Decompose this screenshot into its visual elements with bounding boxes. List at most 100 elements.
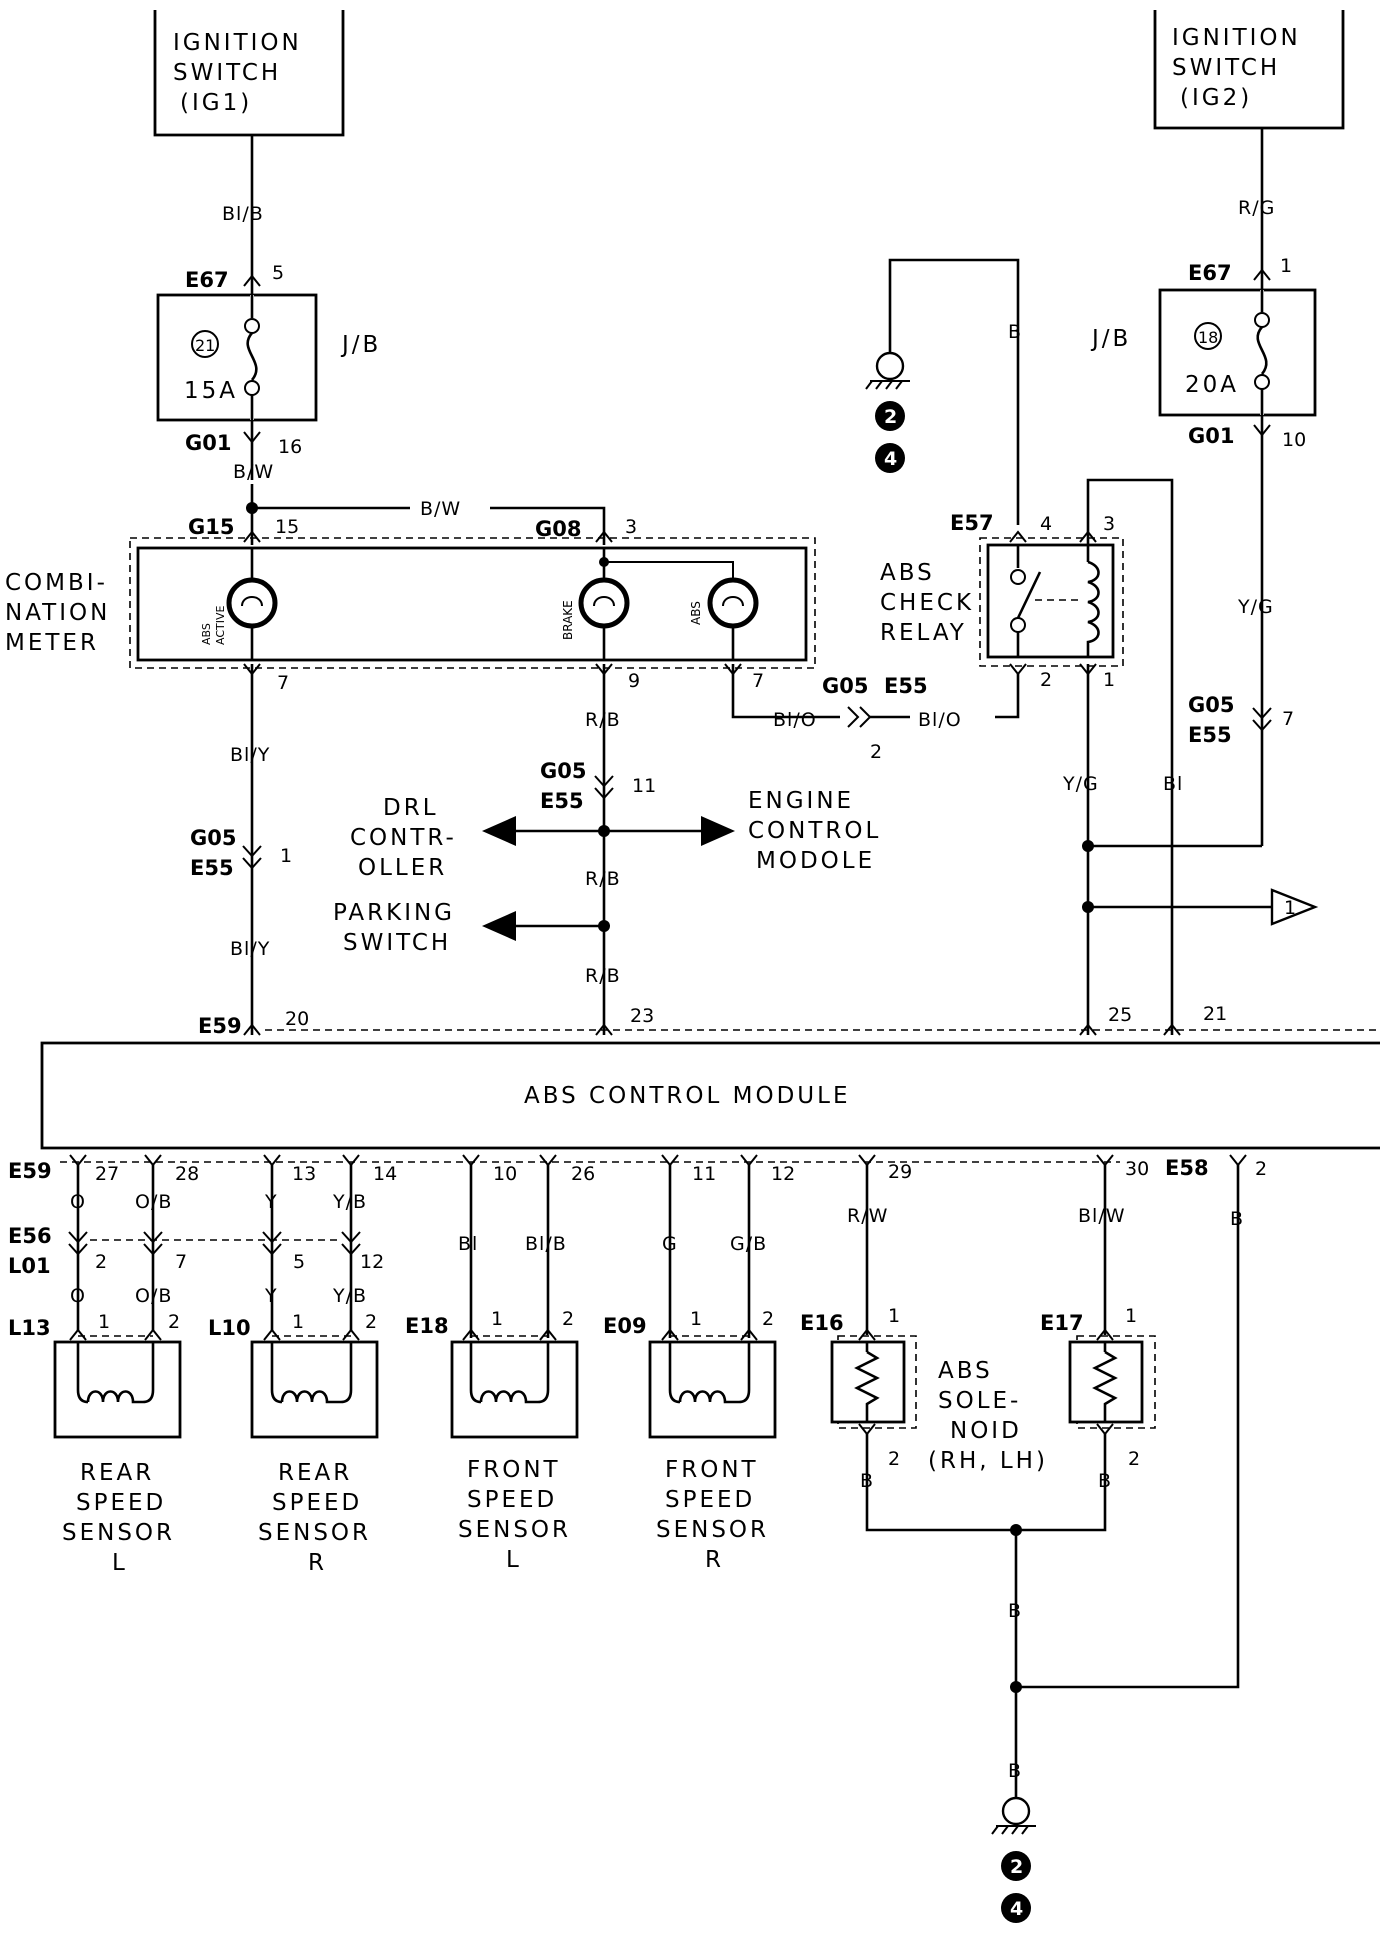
- svg-text:7: 7: [175, 1251, 187, 1273]
- wire-front-sensors: [469, 1165, 751, 1338]
- wire-label: Bl/O: [773, 709, 817, 731]
- wire-label: Bl: [1163, 773, 1183, 795]
- svg-text:11: 11: [692, 1163, 716, 1185]
- svg-text:2: 2: [762, 1308, 774, 1330]
- connector-label: E59: [198, 1014, 242, 1038]
- ignition-switch-ig1: IGNITION SWITCH (IG1): [153, 10, 345, 137]
- svg-text:10: 10: [1282, 429, 1306, 451]
- connector-label: G08: [535, 517, 581, 541]
- connector-label: E58: [1165, 1156, 1209, 1180]
- svg-text:2: 2: [888, 1448, 900, 1470]
- ecm-label: ENGINE: [748, 788, 854, 814]
- svg-text:4: 4: [1040, 513, 1052, 535]
- rear-speed-sensor-l: L13 1 2 REAR SPEED SENSOR L: [8, 1311, 182, 1576]
- wire-label: O/B: [135, 1285, 172, 1307]
- wire-label: Y/B: [332, 1191, 367, 1213]
- svg-text:COMBI-: COMBI-: [5, 570, 108, 596]
- svg-text:7: 7: [752, 670, 764, 692]
- wire-label: O/B: [135, 1191, 172, 1213]
- wire-label: Y/G: [1062, 773, 1099, 795]
- svg-text:3: 3: [1103, 513, 1115, 535]
- svg-text:NATION: NATION: [5, 600, 110, 626]
- ground-icon: [875, 351, 905, 381]
- svg-text:(RH, LH): (RH, LH): [928, 1448, 1048, 1474]
- connector-label: G05: [540, 759, 586, 783]
- wire-label: B: [1008, 321, 1022, 343]
- svg-text:10: 10: [493, 1163, 517, 1185]
- wire-label: B: [860, 1470, 874, 1492]
- svg-text:2: 2: [168, 1311, 180, 1333]
- svg-text:REAR: REAR: [278, 1460, 352, 1486]
- svg-text:OLLER: OLLER: [358, 855, 447, 881]
- jb-label: J/B: [340, 332, 381, 358]
- svg-text:2: 2: [95, 1251, 107, 1273]
- svg-text:FRONT: FRONT: [467, 1457, 561, 1483]
- wire-solenoid-ground: [865, 1434, 1107, 1532]
- ground-ref-badge: [1001, 1893, 1031, 1923]
- svg-text:2: 2: [365, 1311, 377, 1333]
- svg-text:L: L: [112, 1550, 128, 1576]
- wire-label: R/B: [585, 709, 621, 731]
- wire-b-ground-top: [888, 258, 1020, 525]
- connector-label: E67: [1188, 261, 1232, 285]
- wire-label: R/B: [585, 868, 621, 890]
- connector-label: G15: [188, 515, 234, 539]
- svg-text:30: 30: [1125, 1158, 1149, 1180]
- wire-blo: [731, 664, 840, 719]
- svg-text:1: 1: [690, 1308, 702, 1330]
- svg-text:CHECK: CHECK: [880, 590, 974, 616]
- wire-label: O: [70, 1285, 86, 1307]
- ignition-switch-ig2: IGNITION SWITCH (IG2): [1153, 10, 1345, 130]
- wire-label: Y/G: [1237, 596, 1274, 618]
- svg-text:7: 7: [1282, 708, 1294, 730]
- wire-e58-ground: [1016, 1165, 1240, 1689]
- svg-text:11: 11: [632, 775, 656, 797]
- svg-text:SPEED: SPEED: [76, 1490, 166, 1516]
- svg-text:IGNITION: IGNITION: [1172, 25, 1301, 51]
- svg-text:REAR: REAR: [80, 1460, 154, 1486]
- svg-text:SWITCH: SWITCH: [173, 60, 281, 86]
- svg-text:21: 21: [1203, 1003, 1227, 1025]
- connector-label: G01: [1188, 424, 1234, 448]
- svg-text:1: 1: [280, 845, 292, 867]
- wire-label: B: [1098, 1470, 1112, 1492]
- connector-label: G05: [1188, 693, 1234, 717]
- rear-speed-sensor-r: L10 1 2 REAR SPEED SENSOR R: [208, 1311, 379, 1576]
- offpage-connector-icon: [1270, 888, 1319, 926]
- svg-text:13: 13: [292, 1163, 316, 1185]
- drl-controller-label: DRL: [383, 795, 439, 821]
- wire-label: R/G: [1238, 197, 1275, 219]
- connector-label: G01: [185, 431, 231, 455]
- svg-text:1: 1: [1280, 255, 1292, 277]
- wire-label: R/B: [585, 965, 621, 987]
- wire-solenoid-feeds: [865, 1165, 1107, 1335]
- svg-text:1: 1: [888, 1305, 900, 1327]
- connector-label: E55: [540, 789, 584, 813]
- svg-text:4: 4: [884, 448, 897, 470]
- svg-text:7: 7: [277, 672, 289, 694]
- svg-text:1: 1: [1125, 1305, 1137, 1327]
- svg-text:RELAY: RELAY: [880, 620, 967, 646]
- connector-label: E55: [884, 674, 928, 698]
- svg-text:5: 5: [293, 1251, 305, 1273]
- svg-text:1: 1: [1103, 669, 1115, 691]
- combination-meter: COMBI- NATION METER ABS ACTIVE BRAKE ABS: [5, 537, 816, 669]
- svg-text:SENSOR: SENSOR: [258, 1520, 371, 1546]
- ground-ref-badge: [1001, 1851, 1031, 1881]
- svg-text:CONTR-: CONTR-: [350, 825, 457, 851]
- junction-box-fuse-21: 21 15A: [156, 293, 318, 422]
- wire-rear-sensors: [76, 1165, 353, 1330]
- svg-text:9: 9: [628, 670, 640, 692]
- svg-text:FRONT: FRONT: [665, 1457, 759, 1483]
- svg-text:L10: L10: [208, 1316, 251, 1340]
- connector-label: E56: [8, 1224, 52, 1248]
- wire-label: O: [70, 1191, 86, 1213]
- wire-label: Bl/Y: [230, 744, 270, 766]
- wire-label: B/W: [420, 498, 461, 520]
- svg-text:SENSOR: SENSOR: [62, 1520, 175, 1546]
- svg-text:2: 2: [562, 1308, 574, 1330]
- wire-label: B: [1008, 1600, 1022, 1622]
- svg-text:BRAKE: BRAKE: [561, 600, 575, 640]
- svg-text:1: 1: [98, 1311, 110, 1333]
- svg-text:27: 27: [95, 1163, 119, 1185]
